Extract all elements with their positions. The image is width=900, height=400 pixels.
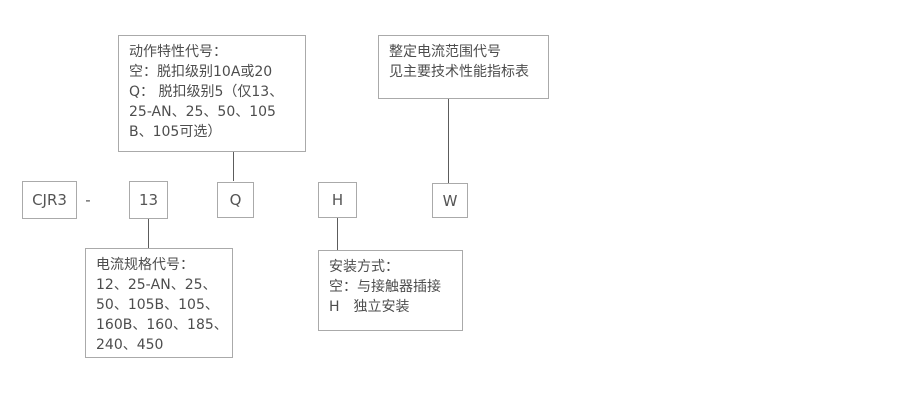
code-box-trip-class: Q [217,182,254,218]
connector-current-range-to-w [448,99,449,183]
callout-current-spec-line: 160B、160、185、 [96,317,228,333]
code-separator: - [85,191,91,209]
callout-trip-class-line: B、105可选） [129,124,222,140]
callout-current-range-line: 见主要技术性能指标表 [389,64,529,80]
callout-current-spec-line: 12、25-AN、25、 [96,277,217,293]
connector-h-to-mounting [337,218,338,250]
callout-trip-class-line: Q： 脱扣级别5（仅13、 [129,84,284,100]
code-box-mounting: H [318,182,357,218]
connector-13-to-current-spec [148,219,149,248]
code-box-prefix: CJR3 [22,181,77,219]
callout-current-spec-line: 50、105B、105、 [96,297,219,313]
code-box-current-spec: 13 [129,181,168,219]
callout-current-spec: 电流规格代号： 12、25-AN、25、 50、105B、105、 160B、1… [85,248,233,358]
callout-mounting-line: 安装方式： [329,259,399,275]
callout-trip-class-line: 动作特性代号： [129,44,227,60]
callout-current-spec-line: 240、450 [96,337,164,353]
code-box-current-range: W [432,183,468,218]
callout-trip-class-line: 空：脱扣级别10A或20 [129,64,273,80]
callout-current-range-line: 整定电流范围代号 [389,44,501,60]
connector-trip-class-to-q [233,152,234,181]
callout-mounting-line: 空：与接触器插接 [329,279,441,295]
callout-mounting: 安装方式： 空：与接触器插接 H 独立安装 [318,250,463,331]
callout-trip-class: 动作特性代号： 空：脱扣级别10A或20 Q： 脱扣级别5（仅13、 25-AN… [118,35,306,152]
callout-trip-class-line: 25-AN、25、50、105 [129,104,276,120]
callout-current-range: 整定电流范围代号 见主要技术性能指标表 [378,35,549,99]
callout-mounting-line: H 独立安装 [329,299,410,315]
callout-current-spec-line: 电流规格代号： [96,257,194,273]
